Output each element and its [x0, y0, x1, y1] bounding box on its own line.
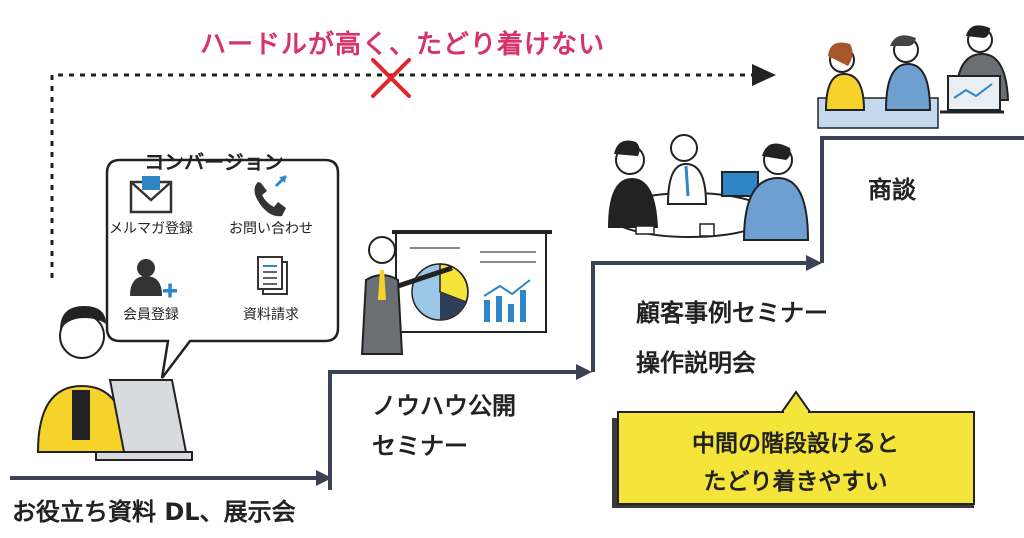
step2-label: ノウハウ公開 セミナー — [372, 386, 516, 466]
conversion-item-mail: メルマガ登録 — [96, 214, 206, 238]
conversion-item-label: お問い合わせ — [229, 221, 313, 237]
conversion-item-label: 資料請求 — [243, 307, 299, 323]
step3-label: 顧客事例セミナー 操作説明会 — [636, 288, 828, 388]
step2-line2: セミナー — [372, 432, 468, 460]
conversion-item-label: 会員登録 — [123, 307, 179, 323]
conversion-item-document: 資料請求 — [216, 300, 326, 324]
hurdle-label: ハードルが高く、たどり着けない — [200, 30, 606, 60]
user-add-icon — [130, 259, 177, 298]
phone-icon — [254, 174, 288, 217]
mail-icon — [129, 176, 173, 214]
conversion-item-member: 会員登録 — [96, 300, 206, 324]
staircase-line — [10, 136, 1024, 490]
direct-route-dashed-line — [50, 73, 755, 278]
step4-label: 商談 — [868, 176, 916, 204]
step1-label: お役立ち資料 DL、展示会 — [12, 498, 296, 526]
step1-arrowhead — [316, 470, 332, 486]
conversion-title: コンバージョン — [144, 150, 284, 174]
step2-line1: ノウハウ公開 — [372, 392, 516, 420]
step3-line2: 操作説明会 — [636, 349, 756, 377]
step3-arrowhead — [806, 255, 822, 271]
conversion-item-label: メルマガ登録 — [109, 221, 193, 237]
callout-text: 中間の階段設けると たどり着きやすい — [618, 425, 973, 501]
direct-route-arrowhead — [752, 64, 776, 86]
conversion-item-contact: お問い合わせ — [216, 214, 326, 238]
meeting-illustration — [608, 134, 810, 241]
negotiation-illustration — [817, 25, 1010, 129]
person-laptop-illustration — [36, 306, 193, 461]
presenter-illustration — [360, 230, 552, 355]
step2-arrowhead — [576, 364, 592, 380]
document-icon — [257, 256, 288, 295]
callout-line1: 中間の階段設けると — [692, 431, 899, 457]
cross-mark-icon — [371, 58, 411, 98]
step3-line1: 顧客事例セミナー — [636, 299, 828, 327]
callout-box — [612, 390, 975, 508]
callout-line2: たどり着きやすい — [703, 469, 888, 495]
